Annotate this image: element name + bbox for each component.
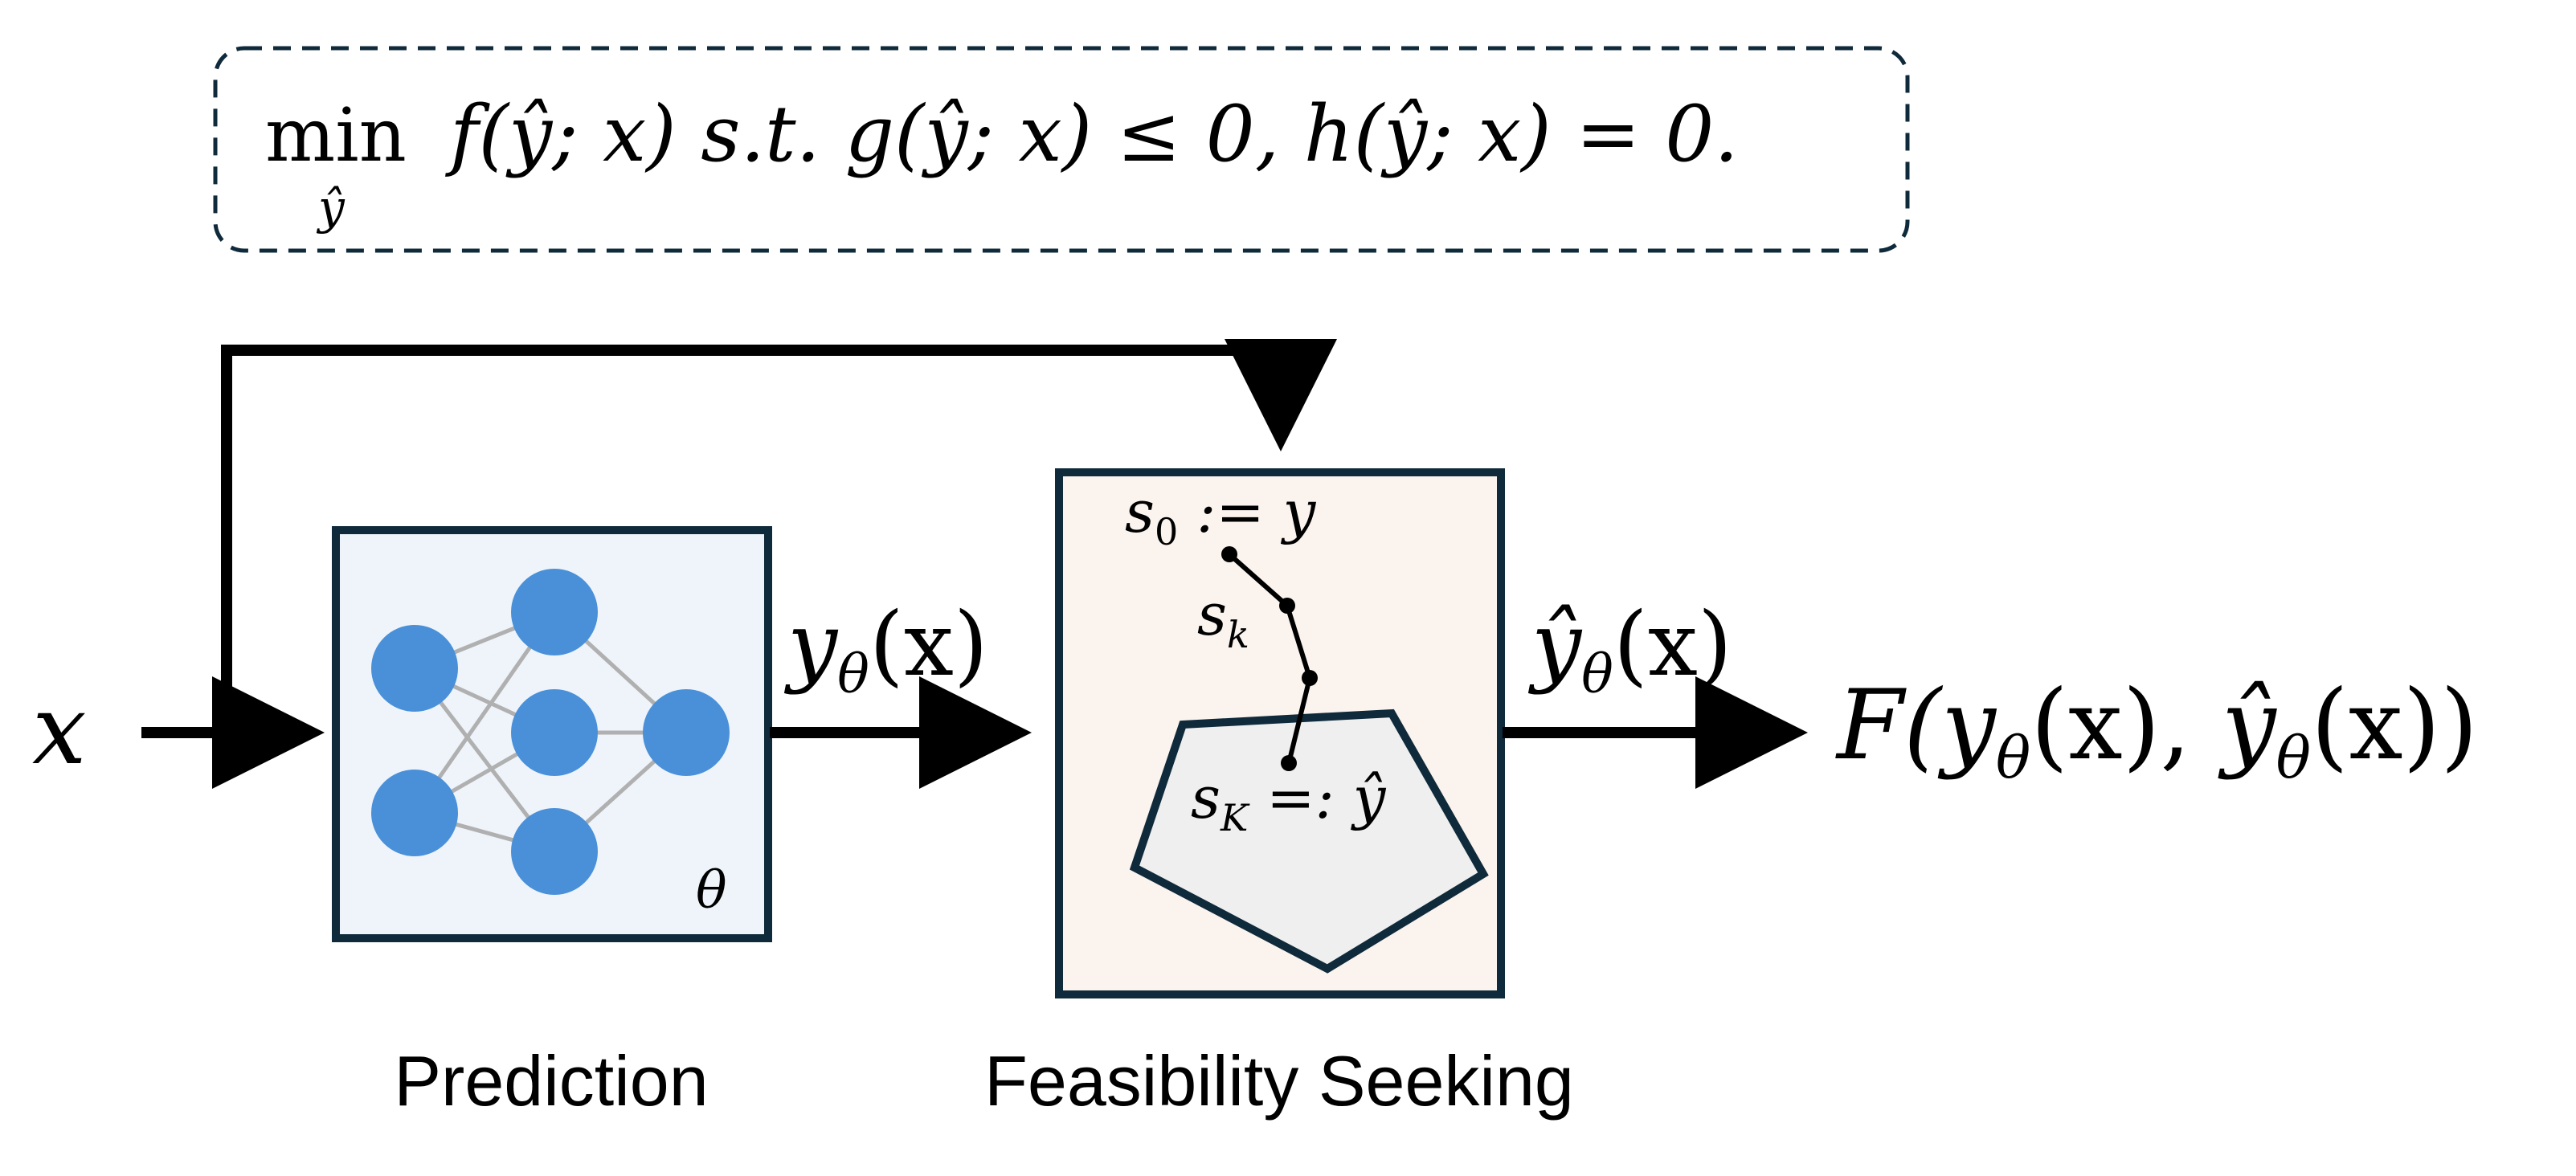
neuron-hidden-1 <box>511 569 598 655</box>
prediction-caption: Prediction <box>394 1041 708 1121</box>
iterate-label-sK: sK =: ŷ <box>1191 764 1387 839</box>
skip-connection-line <box>221 339 1337 733</box>
feasible-set-polygon <box>1129 708 1489 974</box>
neuron-hidden-3 <box>511 808 598 895</box>
final-objective-label: F(yθ(x), ŷθ(x)) <box>1835 670 2478 791</box>
iterate-point-s0 <box>1221 546 1237 562</box>
neuron-input-1 <box>371 625 458 712</box>
iterate-point-sK <box>1281 755 1297 771</box>
objective-min-subscript: ŷ <box>316 180 346 235</box>
prediction-param-label: θ <box>696 861 727 921</box>
feasibility-caption: Feasibility Seeking <box>984 1041 1574 1121</box>
neuron-hidden-2 <box>511 689 598 776</box>
objective-expression: f(ŷ; x) s.t. g(ŷ; x) ≤ 0, h(ŷ; x) = 0. <box>445 89 1739 179</box>
prediction-output-label: yθ(x) <box>783 593 988 705</box>
iterate-point-sk <box>1279 598 1295 614</box>
objective-min: min <box>265 92 407 178</box>
feasibility-output-label: ŷθ(x) <box>1527 593 1732 705</box>
iterate-point-mid <box>1302 670 1318 686</box>
iterate-path <box>1228 552 1313 764</box>
neuron-output <box>643 689 730 776</box>
iterate-label-s0: s0 := y <box>1125 478 1317 553</box>
neuron-input-2 <box>371 770 458 856</box>
input-label: x <box>32 675 87 786</box>
iterate-label-sk: sk <box>1197 581 1249 656</box>
objective-box <box>213 46 1910 253</box>
